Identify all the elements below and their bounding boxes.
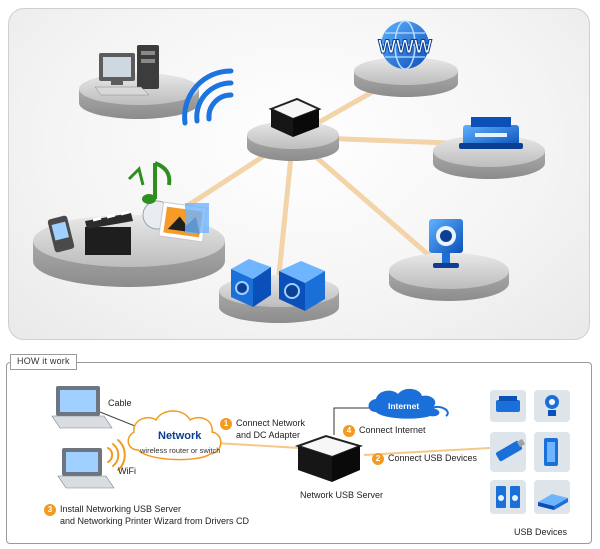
printer-icon: [459, 117, 523, 149]
step-3: 3 Install Networking USB Server and Netwo…: [44, 504, 249, 527]
network-diagram: WWW: [33, 20, 545, 323]
globe-www-icon: WWW: [378, 20, 432, 70]
step-2-number: 2: [372, 453, 384, 465]
step-2: 2 Connect USB Devices: [372, 453, 477, 465]
webcam-icon: [429, 219, 463, 268]
step-3-line1: Install Networking USB Server: [60, 504, 182, 514]
speakers-icon: [231, 259, 325, 311]
step-2-line1: Connect USB Devices: [388, 453, 478, 463]
step-3-line2: and Networking Printer Wizard from Drive…: [60, 516, 250, 526]
step-1: 1 Connect Network and DC Adapter: [220, 418, 305, 441]
usb-server-hub-icon: [268, 97, 322, 137]
scanner-device-icon: [534, 480, 570, 514]
step-4: 4 Connect Internet: [343, 425, 426, 437]
wifi-label: WiFi: [118, 466, 136, 476]
printer-device-icon: [490, 390, 526, 422]
link-speakers: [274, 134, 296, 297]
step-1-line2: and DC Adapter: [236, 430, 301, 440]
server-label: Network USB Server: [300, 490, 384, 500]
step-1-number: 1: [220, 418, 232, 430]
wifi-waves-icon: [107, 439, 126, 471]
step-4-number: 4: [343, 425, 355, 437]
wifi-signal-icon: [182, 68, 234, 126]
network-title: Network: [158, 430, 202, 442]
step-1-line1: Connect Network: [236, 418, 306, 428]
network-usb-server-icon: [294, 434, 364, 482]
how-it-works-heading: HOW it work: [10, 354, 77, 370]
speakers-device-icon: [490, 480, 526, 514]
hard-drive-device-icon: [534, 432, 570, 472]
step-3-number: 3: [44, 504, 56, 516]
usb-stick-device-icon: [490, 432, 526, 472]
multimedia-files-icon: [47, 161, 209, 255]
laptop-cable-icon: [51, 386, 113, 429]
internet-label: Internet: [388, 401, 420, 411]
step-4-line1: Connect Internet: [359, 425, 426, 435]
usb-devices-label: USB Devices: [514, 527, 568, 537]
network-subtitle: wireless router or switch: [140, 446, 221, 455]
www-label: WWW: [378, 37, 432, 58]
laptop-wifi-icon: [57, 448, 115, 489]
webcam-platform: [389, 253, 509, 301]
desktop-computer-icon: [94, 45, 159, 96]
webcam-device-icon: [534, 390, 570, 422]
network-cloud-icon: [127, 410, 222, 461]
cable-label: Cable: [108, 398, 132, 408]
internet-cloud-icon: [368, 388, 449, 419]
usb-device-grid: [490, 390, 570, 514]
network-diagram-panel: WWW: [8, 8, 590, 340]
www-platform: [354, 57, 458, 97]
